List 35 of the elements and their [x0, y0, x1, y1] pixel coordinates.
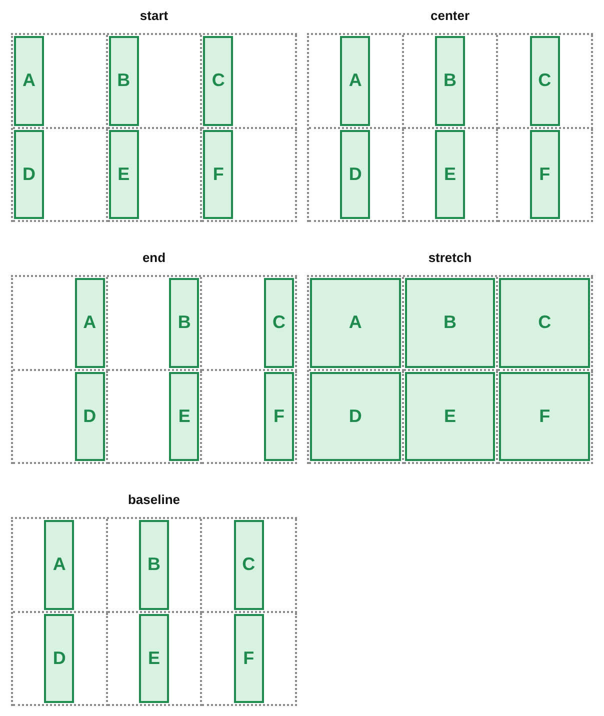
- grid-item: F: [203, 130, 234, 219]
- grid-item: A: [14, 36, 44, 126]
- panel-title: stretch: [428, 249, 472, 267]
- grid-item: A: [340, 36, 370, 126]
- grid-item: B: [404, 278, 496, 368]
- grid-item: F: [530, 130, 560, 219]
- grid-item: E: [169, 372, 200, 461]
- grid-item: E: [404, 372, 496, 461]
- grid-item: C: [530, 36, 560, 126]
- grid-item: B: [169, 278, 200, 368]
- panel-title: end: [142, 249, 166, 267]
- panel-title: center: [430, 7, 470, 25]
- grid-item: D: [340, 130, 370, 219]
- grid-item: A: [74, 278, 105, 368]
- grid-item: E: [108, 130, 139, 219]
- grid-item: A: [310, 278, 401, 368]
- grid-item: C: [203, 36, 234, 126]
- panel-title: start: [140, 7, 168, 25]
- grid-item: F: [234, 614, 264, 703]
- panel-title: baseline: [128, 491, 180, 509]
- grid-item: D: [14, 130, 44, 219]
- grid-item: D: [310, 372, 401, 461]
- grid-item: C: [499, 278, 590, 368]
- grid-item: A: [44, 520, 74, 610]
- grid-item: B: [434, 36, 465, 126]
- grid-item: F: [264, 372, 294, 461]
- grid-item: F: [499, 372, 590, 461]
- grid-item: C: [264, 278, 294, 368]
- grid-item: E: [434, 130, 465, 219]
- grid-item: C: [234, 520, 264, 610]
- grid-item: B: [138, 520, 169, 610]
- grid-item: D: [74, 372, 105, 461]
- grid-item: B: [108, 36, 139, 126]
- grid-item: D: [44, 614, 74, 703]
- grid-item: E: [138, 614, 169, 703]
